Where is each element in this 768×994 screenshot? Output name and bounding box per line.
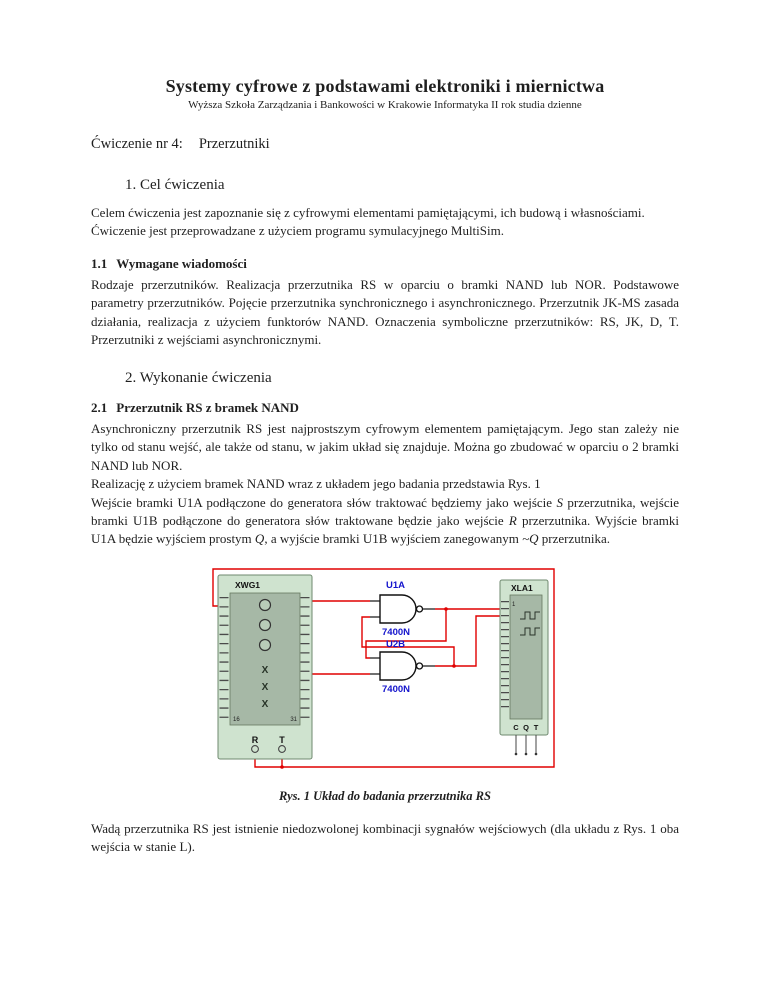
subsection-2-1-paragraph-3: Wejście bramki U1A podłączone do generat… bbox=[91, 494, 679, 549]
exercise-title: Przerzutniki bbox=[198, 136, 270, 152]
nand-gate-u2b bbox=[370, 651, 435, 681]
subsection-2-1-heading: 2.1 Przerzutnik RS z bramek NAND bbox=[91, 400, 679, 416]
xwg1-button bbox=[258, 598, 272, 611]
nand-gate-u1a bbox=[370, 594, 435, 624]
xwg1-terminal-t-post bbox=[278, 744, 286, 753]
xla1-terminal-t-label: T bbox=[534, 723, 539, 732]
section-1-heading: 1. Cel ćwiczenia bbox=[125, 177, 225, 193]
u2b-inverter-bubble bbox=[415, 662, 424, 670]
u2b-gate-body bbox=[379, 651, 417, 681]
italic-r: R bbox=[508, 512, 517, 528]
xwg1-x-mark: X bbox=[262, 699, 269, 710]
logic-analyzer-xla1: XLA1 1 C Q T bbox=[499, 579, 549, 756]
italic-q: Q bbox=[254, 531, 265, 547]
text-segment: przerzutnika. bbox=[538, 531, 610, 547]
junction-dot bbox=[452, 664, 456, 668]
subsection-1-1-number: 1.1 bbox=[91, 255, 108, 271]
word-generator-xwg1: XWG1 X X X 16 31 R T bbox=[217, 574, 313, 760]
junction-dot bbox=[280, 765, 284, 769]
subsection-2-1-number: 2.1 bbox=[91, 399, 108, 415]
xla1-pin-number: 1 bbox=[512, 602, 516, 608]
xwg1-face bbox=[229, 592, 301, 726]
xla1-waveform-icon bbox=[520, 627, 540, 636]
section-1-paragraph-2: Ćwiczenie jest przeprowadzane z użyciem … bbox=[91, 223, 504, 239]
text-segment: , a wyjście bramki U1B wyjściem zanegowa… bbox=[264, 531, 523, 547]
exercise-heading: Ćwiczenie nr 4: Przerzutniki bbox=[91, 136, 679, 153]
document-content: Systemy cyfrowe z podstawami elektroniki… bbox=[91, 76, 679, 857]
xwg1-terminal-t-label: T bbox=[279, 735, 285, 745]
xwg1-terminal-r-label: R bbox=[252, 735, 259, 745]
xwg1-label: XWG1 bbox=[235, 580, 260, 590]
u1a-gate-body bbox=[379, 594, 417, 624]
subsection-1-1-paragraph: Rodzaje przerzutników. Realizacja przerz… bbox=[91, 276, 679, 348]
circuit-diagram: XWG1 X X X 16 31 R T bbox=[212, 568, 555, 769]
section-2-heading: 2. Wykonanie ćwiczenia bbox=[125, 369, 272, 386]
page-title: Systemy cyfrowe z podstawami elektroniki… bbox=[165, 76, 605, 96]
xla1-waveform-icon bbox=[520, 611, 540, 620]
subsection-1-1-heading: 1.1 Wymagane wiadomości bbox=[91, 256, 679, 272]
u1a-part-label: 7400N bbox=[382, 627, 410, 638]
stub-dot bbox=[524, 752, 528, 756]
xla1-label: XLA1 bbox=[511, 583, 533, 593]
figure-caption: Rys. 1 Układ do badania przerzutnika RS bbox=[279, 788, 491, 803]
stub-dot bbox=[534, 752, 538, 756]
wire-feedback-not-q bbox=[361, 616, 455, 666]
xla1-face bbox=[509, 594, 543, 720]
u1a-inverter-bubble bbox=[415, 605, 424, 613]
xwg1-x-mark: X bbox=[262, 665, 269, 676]
u2b-name-label: U2B bbox=[386, 639, 405, 650]
stub-dot bbox=[514, 752, 518, 756]
xwg1-pin-number-right: 31 bbox=[290, 717, 297, 723]
wire-feedback-q bbox=[365, 608, 447, 659]
u2b-part-label: 7400N bbox=[382, 684, 410, 695]
xla1-bottom-stubs bbox=[515, 734, 537, 753]
figure-circuit: XWG1 X X X 16 31 R T bbox=[198, 557, 679, 786]
section-1-paragraph-1: Celem ćwiczenia jest zapoznanie się z cy… bbox=[91, 205, 645, 220]
italic-not-q: ~Q bbox=[522, 531, 539, 547]
italic-s: S bbox=[556, 494, 563, 510]
subsection-2-1-paragraph-2: Realizację z użyciem bramek NAND wraz z … bbox=[91, 476, 541, 492]
xwg1-terminal-r-post bbox=[251, 744, 259, 753]
u1a-name-label: U1A bbox=[386, 580, 405, 591]
wire-junctions bbox=[280, 607, 456, 769]
xla1-terminal-c-label: C bbox=[513, 723, 519, 732]
text-segment: przerzutnika, wejście bramki U1B podłącz… bbox=[91, 494, 679, 528]
exercise-label: Ćwiczenie nr 4: bbox=[91, 136, 183, 152]
subsection-1-1-title: Wymagane wiadomości bbox=[116, 255, 247, 271]
page-subtitle: Wyższa Szkoła Zarządzania i Bankowości w… bbox=[188, 99, 582, 111]
xwg1-button bbox=[258, 638, 272, 651]
xwg1-button bbox=[258, 618, 272, 631]
xwg1-pin-number-left: 16 bbox=[233, 717, 240, 723]
nand-gates bbox=[370, 594, 435, 681]
subsection-2-1-title: Przerzutnik RS z bramek NAND bbox=[116, 399, 299, 415]
xwg1-x-mark: X bbox=[262, 682, 269, 693]
junction-dot bbox=[444, 607, 448, 611]
closing-paragraph: Wadą przerzutnika RS jest istnienie nied… bbox=[91, 820, 679, 855]
component-labels: U1A 7400N U2B 7400N bbox=[382, 580, 410, 695]
xla1-terminal-q-label: Q bbox=[523, 723, 529, 732]
text-segment: przerzutnika. Wyjście bramki U1A będzie … bbox=[91, 512, 679, 547]
text-segment: Wejście bramki U1A podłączone do generat… bbox=[91, 494, 557, 510]
wire-loop-clock bbox=[212, 568, 555, 768]
subsection-2-1-paragraph-1: Asynchroniczny przerzutnik RS jest najpr… bbox=[91, 420, 679, 473]
